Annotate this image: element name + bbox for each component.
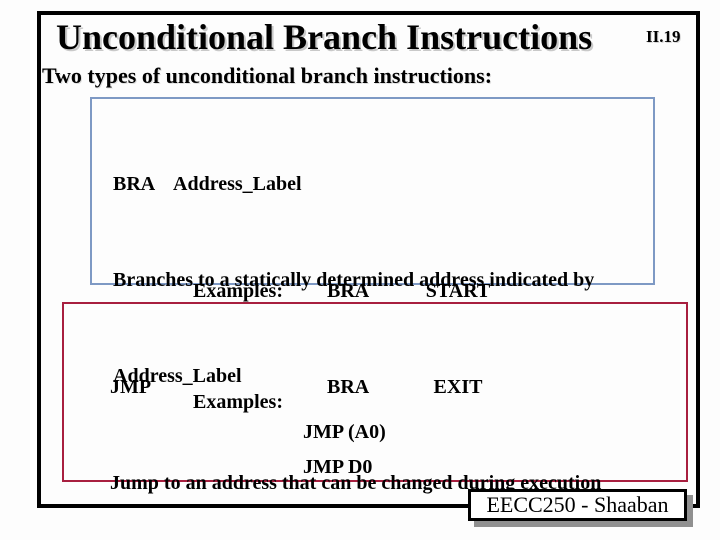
jmp-description-line: Jump to an address that can be changed d… — [110, 472, 602, 494]
bra-syntax-line: BRA Address_Label — [113, 173, 302, 195]
jmp-example: JMP D0 — [303, 456, 373, 478]
jmp-description: JMP Jump to an address that can be chang… — [110, 307, 601, 540]
jmp-instruction-box: JMP Jump to an address that can be chang… — [62, 302, 688, 494]
slide-number: II.19 — [646, 27, 681, 46]
bra-example-operand: START — [425, 280, 491, 302]
slide-title: Unconditional Branch Instructions — [56, 17, 593, 57]
bra-example-mnemonic: BRA — [327, 376, 370, 398]
bra-example-row: BRA EXIT — [193, 371, 508, 403]
bra-example-row: Examples: BRA START — [193, 275, 508, 307]
jmp-examples-label: Examples: — [193, 391, 283, 413]
bra-example-operand: EXIT — [433, 376, 483, 398]
jmp-syntax-line: JMP — [110, 376, 152, 398]
slide-subtitle: Two types of unconditional branch instru… — [42, 63, 493, 88]
bra-description-line-2: Address_Label — [113, 365, 242, 387]
jmp-example: JMP (A0) — [303, 421, 386, 443]
bra-examples-label: Examples: — [193, 280, 283, 302]
footer-credit-box: EECC250 - Shaaban — [468, 489, 687, 521]
bra-description-line-1: Branches to a statically determined addr… — [113, 269, 595, 291]
slide-frame-border — [37, 11, 700, 508]
bra-instruction-box: BRA Address_Label Branches to a statical… — [90, 97, 655, 398]
bra-description: BRA Address_Label Branches to a statical… — [113, 104, 594, 456]
footer-credit-text: EECC250 - Shaaban — [486, 492, 669, 517]
bra-example-mnemonic: BRA — [327, 280, 370, 302]
bra-examples: Examples: BRA START BRA EXIT — [193, 211, 508, 467]
